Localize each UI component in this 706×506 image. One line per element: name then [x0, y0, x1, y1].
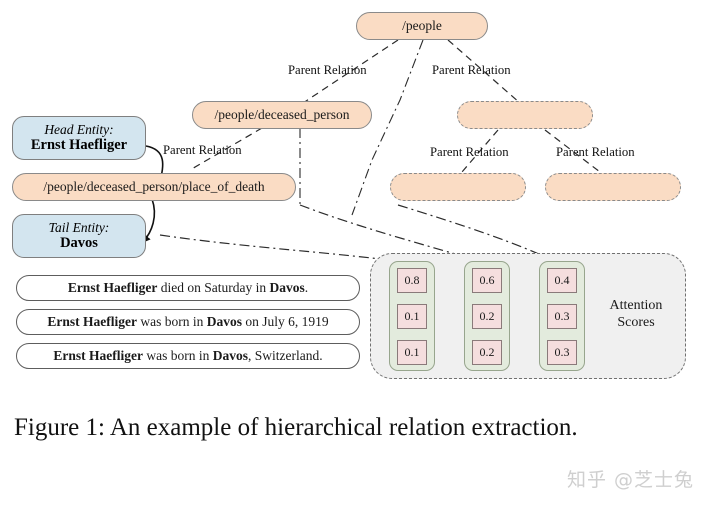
sentence-text-wrapper: Ernst Haefliger was born in Davos on Jul…	[47, 314, 328, 330]
sentence-text: .	[304, 280, 309, 295]
sentence-entity-mention: Davos	[212, 348, 248, 363]
sentence-box-3[interactable]: Ernst Haefliger was born in Davos, Switz…	[16, 343, 360, 369]
sentence-entity-mention: Ernst Haefliger	[47, 314, 137, 329]
watermark: 知乎 @芝士兔	[566, 469, 694, 491]
edge-label-parent-relation-3: Parent Relation	[163, 143, 242, 157]
sentence-text: was born in	[136, 314, 207, 329]
attention-scores-label: Attention Scores	[592, 298, 680, 332]
sentence-text: on July 6, 1919	[241, 314, 329, 329]
sentence-text-wrapper: Ernst Haefliger was born in Davos, Switz…	[53, 348, 322, 364]
relation-node-place-of-death[interactable]: /people/deceased_person/place_of_death	[12, 173, 296, 201]
edge-label-parent-relation-5: Parent Relation	[556, 145, 635, 159]
attention-scores-label-line2: Scores	[617, 314, 655, 330]
relation-node-root[interactable]: /people	[356, 12, 488, 40]
head-entity-role: Head Entity:	[44, 121, 114, 137]
sentence-entity-mention: Davos	[206, 314, 242, 329]
attention-column-3[interactable]: 0.4 0.3 0.3	[539, 261, 585, 371]
edge-label-parent-relation-1: Parent Relation	[288, 63, 367, 77]
head-entity-box[interactable]: Head Entity: Ernst Haefliger	[12, 116, 146, 160]
sentence-text: died on Saturday in	[157, 280, 270, 295]
relation-node-deceased-person-label: /people/deceased_person	[214, 106, 350, 122]
sentence-text: , Switzerland.	[248, 348, 323, 363]
sentence-entity-mention: Ernst Haefliger	[67, 280, 158, 295]
relation-node-place-of-death-label: /people/deceased_person/place_of_death	[43, 178, 265, 194]
sentence-entity-mention: Ernst Haefliger	[53, 348, 143, 363]
sentence-text-wrapper: Ernst Haefliger died on Saturday in Davo…	[68, 280, 308, 296]
edge-label-parent-relation-4: Parent Relation	[430, 145, 509, 159]
attention-cell: 0.3	[547, 339, 577, 365]
sentence-box-2[interactable]: Ernst Haefliger was born in Davos on Jul…	[16, 309, 360, 335]
relation-node-level3-empty-a[interactable]	[390, 173, 526, 201]
attention-cell: 0.3	[547, 303, 577, 329]
head-entity-value: Ernst Haefliger	[30, 137, 128, 154]
attention-cell: 0.2	[472, 339, 502, 365]
attention-cell: 0.8	[397, 267, 427, 293]
sentence-entity-mention: Davos	[269, 280, 305, 295]
tail-entity-box[interactable]: Tail Entity: Davos	[12, 214, 146, 258]
attention-cell: 0.1	[397, 303, 427, 329]
attention-scores-label-line1: Attention	[609, 298, 663, 313]
edge-label-parent-relation-2: Parent Relation	[432, 63, 511, 77]
attention-column-2[interactable]: 0.6 0.2 0.2	[464, 261, 510, 371]
attention-column-1[interactable]: 0.8 0.1 0.1	[389, 261, 435, 371]
relation-node-level3-empty-b[interactable]	[545, 173, 681, 201]
sentence-box-1[interactable]: Ernst Haefliger died on Saturday in Davo…	[16, 275, 360, 301]
sentence-text: was born in	[142, 348, 213, 363]
attention-cell: 0.1	[397, 339, 427, 365]
tail-entity-role: Tail Entity:	[48, 219, 110, 235]
tail-entity-value: Davos	[60, 235, 98, 252]
relation-node-root-label: /people	[402, 17, 442, 33]
relation-node-deceased-person[interactable]: /people/deceased_person	[192, 101, 372, 129]
attention-cell: 0.6	[472, 267, 502, 293]
figure-caption: Figure 1: An example of hierarchical rel…	[14, 414, 578, 441]
attention-cell: 0.2	[472, 303, 502, 329]
relation-node-level2-empty[interactable]	[457, 101, 593, 129]
attention-cell: 0.4	[547, 267, 577, 293]
